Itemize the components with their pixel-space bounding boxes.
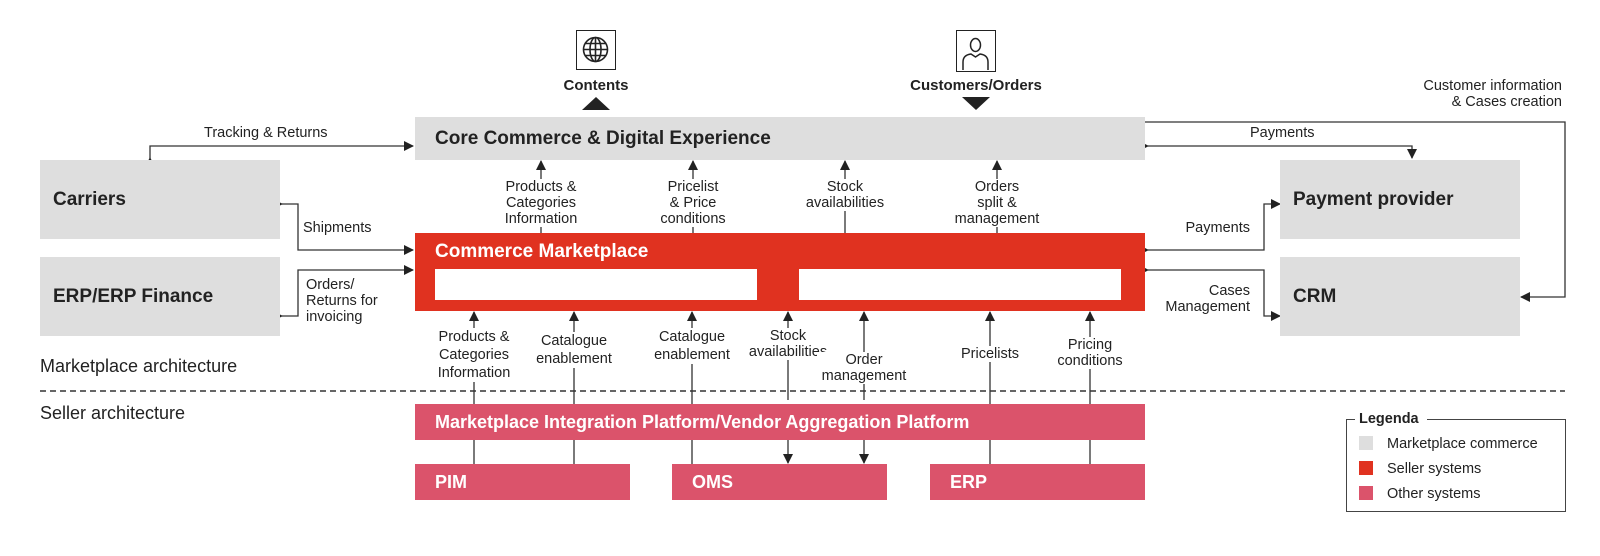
seller-flow-label-1: Products & Categories Information	[424, 328, 524, 382]
payments-mid-label: Payments	[1185, 220, 1250, 236]
globe-icon	[576, 30, 616, 70]
cases-management-line	[1139, 265, 1281, 321]
customers-orders-label: Customers/Orders	[910, 77, 1042, 94]
legend-swatch-grey	[1359, 436, 1373, 450]
shipments-label: Shipments	[303, 220, 372, 236]
crm-title: CRM	[1293, 286, 1337, 307]
person-icon	[956, 30, 996, 72]
marketplace-slot-left	[435, 269, 757, 300]
seller-architecture-label: Seller architecture	[40, 403, 186, 423]
pim-title: PIM	[435, 472, 468, 492]
legend-item-seller-systems: Seller systems	[1359, 461, 1481, 477]
payment-provider-title: Payment provider	[1293, 189, 1454, 210]
oms-title: OMS	[692, 472, 734, 492]
core-flow-label-3: Stock availabilities	[790, 179, 900, 211]
legend-swatch-red	[1359, 461, 1373, 475]
payment-provider-box: Payment provider	[1280, 160, 1520, 239]
pim-box: PIM	[415, 464, 630, 500]
core-flow-label-2: Pricelist & Price conditions	[643, 179, 743, 227]
core-commerce-title: Core Commerce & Digital Experience	[435, 128, 771, 149]
shipments-line	[273, 199, 414, 255]
marketplace-architecture-label: Marketplace architecture	[40, 356, 238, 376]
integration-platform-title: Marketplace Integration Platform/Vendor …	[435, 412, 970, 432]
seller-flow-label-2: Catalogue enablement	[527, 332, 621, 368]
legend-item-other-systems: Other systems	[1359, 486, 1480, 502]
orders-returns-line	[273, 265, 414, 321]
seller-flow-label-3: Catalogue enablement	[645, 328, 739, 364]
oms-box: OMS	[672, 464, 887, 500]
legend: Legenda Marketplace commerce Seller syst…	[1346, 411, 1566, 512]
payments-top-line	[1139, 141, 1417, 159]
integration-platform-box: Marketplace Integration Platform/Vendor …	[415, 404, 1145, 440]
core-flow-label-4: Orders split & management	[942, 179, 1052, 227]
legend-title: Legenda	[1355, 411, 1427, 427]
commerce-marketplace-title: Commerce Marketplace	[435, 241, 649, 262]
customers-down-triangle	[962, 97, 990, 110]
erp-finance-box: ERP/ERP Finance	[40, 257, 280, 336]
crm-box: CRM	[1280, 257, 1520, 336]
erp-title: ERP	[950, 472, 988, 492]
tracking-returns-line	[145, 141, 414, 167]
contents-up-triangle	[582, 97, 610, 110]
legend-swatch-pink	[1359, 486, 1373, 500]
tracking-returns-label: Tracking & Returns	[204, 125, 328, 141]
carriers-title: Carriers	[53, 189, 126, 210]
customer-info-line	[1144, 121, 1566, 302]
customer-info-label: Customer information & Cases creation	[1423, 78, 1562, 110]
payments-mid-line	[1139, 199, 1281, 255]
contents-label: Contents	[563, 77, 629, 94]
cases-management-label: Cases Management	[1165, 283, 1250, 315]
erp-finance-title: ERP/ERP Finance	[53, 286, 214, 307]
seller-flow-label-7: Pricing conditions	[1045, 337, 1135, 369]
orders-returns-label: Orders/ Returns for invoicing	[306, 277, 378, 325]
payments-top-label: Payments	[1250, 125, 1315, 141]
commerce-marketplace-box: Commerce Marketplace	[415, 233, 1145, 311]
core-flow-label-1: Products & Categories Information	[486, 179, 596, 227]
seller-flow-label-5: Order management	[817, 352, 911, 384]
legend-item-marketplace-commerce: Marketplace commerce	[1359, 436, 1538, 452]
carriers-box: Carriers	[40, 160, 280, 239]
marketplace-slot-right	[799, 269, 1121, 300]
core-commerce-box: Core Commerce & Digital Experience	[415, 117, 1145, 160]
seller-flow-label-6: Pricelists	[948, 346, 1032, 362]
erp-box: ERP	[930, 464, 1145, 500]
